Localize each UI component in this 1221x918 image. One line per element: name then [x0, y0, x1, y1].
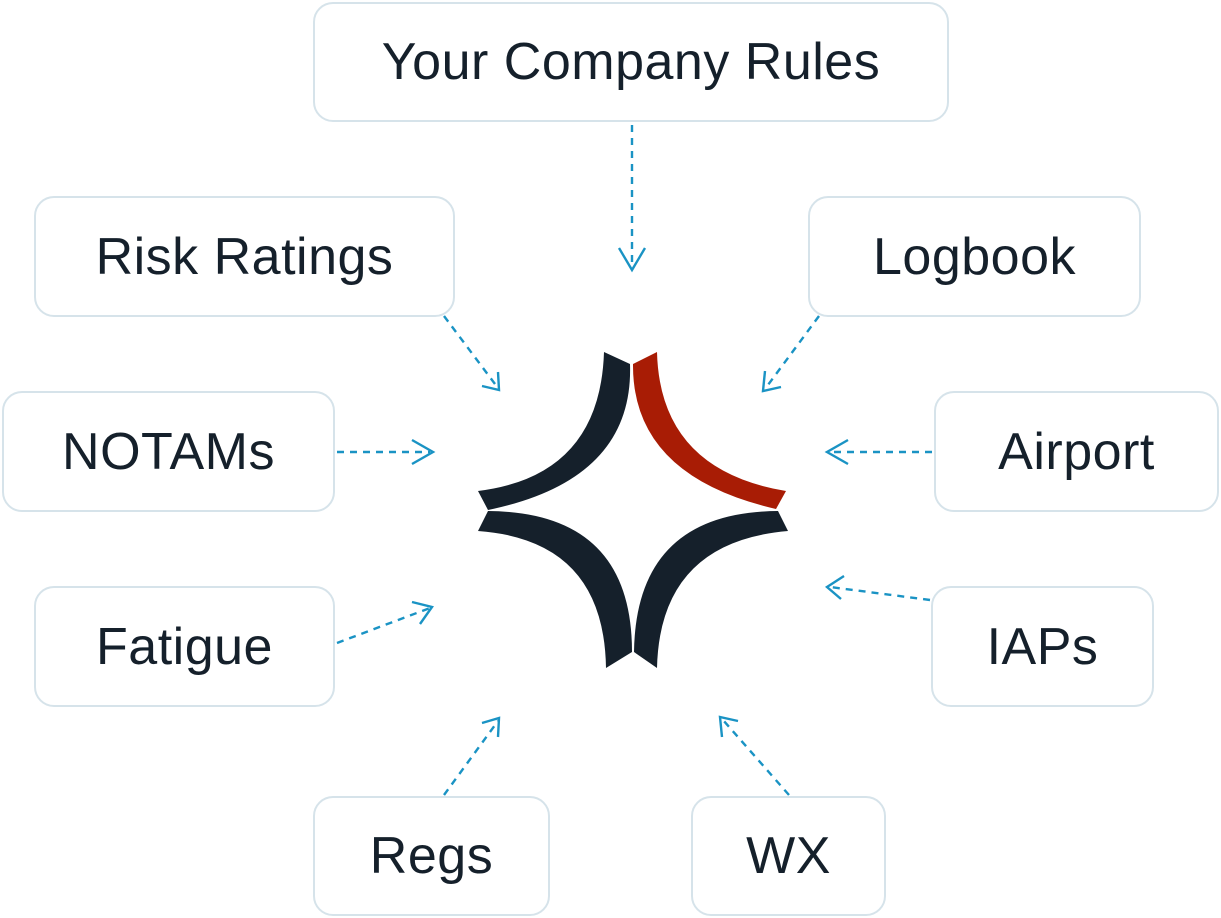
node-label: Regs	[369, 827, 494, 885]
logo-arc-top-right	[632, 352, 786, 509]
arrow-notams	[337, 438, 436, 466]
node-airport: Airport	[934, 391, 1219, 512]
arrow-logbook	[761, 315, 820, 393]
node-label: Fatigue	[96, 617, 273, 676]
arrow-company-rules	[617, 125, 647, 273]
node-label: WX	[746, 827, 831, 885]
arrow-regs	[443, 716, 501, 796]
logo-arc-bottom-left	[478, 511, 632, 668]
arrow-risk-ratings	[443, 315, 501, 392]
arrow-wx	[718, 715, 790, 796]
node-label: IAPs	[986, 617, 1099, 676]
node-notams: NOTAMs	[2, 391, 335, 512]
node-logbook: Logbook	[808, 196, 1141, 317]
node-label: Airport	[998, 422, 1155, 481]
arrow-fatigue	[336, 600, 434, 645]
arrow-airport	[824, 438, 932, 466]
node-fatigue: Fatigue	[34, 586, 335, 707]
four-point-star-logo-icon	[478, 352, 788, 668]
node-label: Logbook	[872, 227, 1077, 286]
arrow-iaps	[824, 574, 931, 602]
logo-arc-top-left	[478, 352, 631, 510]
node-your-company-rules: Your Company Rules	[313, 2, 949, 122]
node-iaps: IAPs	[931, 586, 1154, 707]
node-wx: WX	[691, 796, 886, 916]
node-risk-ratings: Risk Ratings	[34, 196, 455, 317]
node-label: NOTAMs	[62, 422, 275, 481]
logo-arc-bottom-right	[634, 511, 788, 668]
node-label: Risk Ratings	[95, 227, 394, 286]
node-label: Your Company Rules	[381, 33, 881, 91]
node-regs: Regs	[313, 796, 550, 916]
